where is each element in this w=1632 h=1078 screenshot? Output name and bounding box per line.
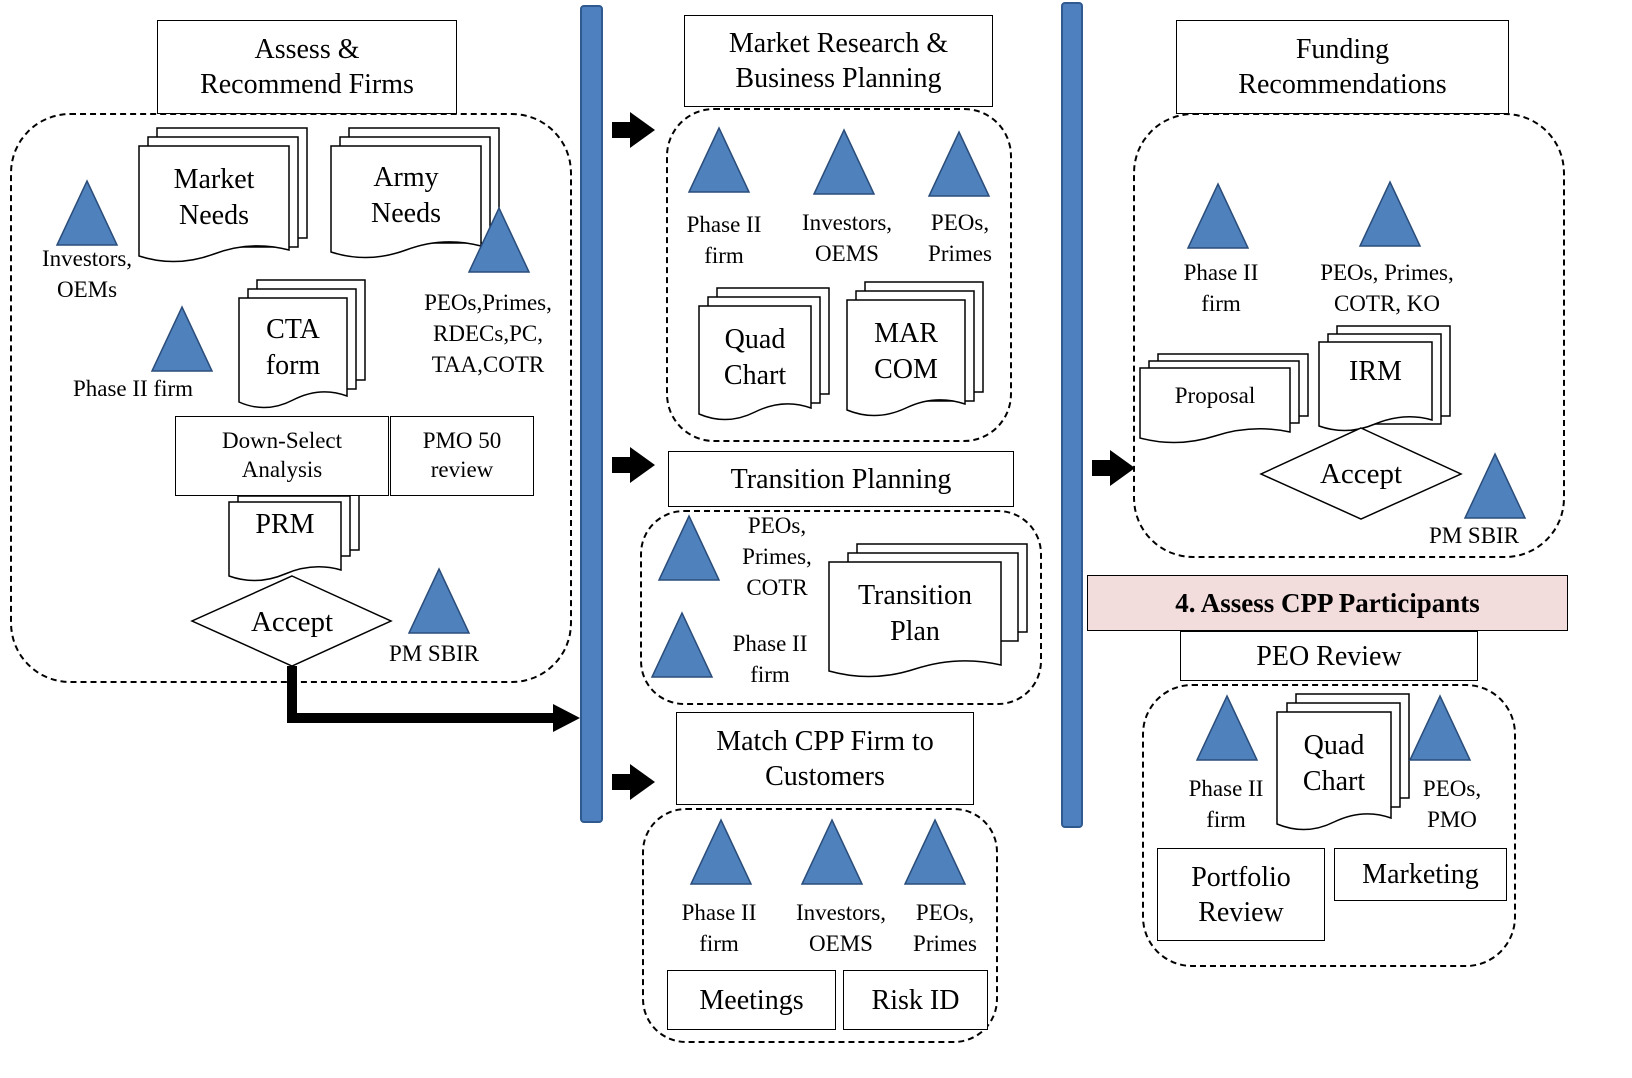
transition-planning-group bbox=[640, 510, 1042, 705]
assess-recommend-group bbox=[10, 113, 572, 683]
quad-chart-text-2: Quad Chart bbox=[1302, 729, 1366, 797]
marcom-text: MAR COM bbox=[874, 317, 938, 385]
doc-quad-chart-2 bbox=[1276, 693, 1410, 831]
f-phase2-label: Phase II firm bbox=[1183, 260, 1259, 317]
marketing-box: Marketing bbox=[1334, 848, 1507, 901]
doc-prm bbox=[228, 489, 360, 582]
irm-text: IRM bbox=[1349, 355, 1402, 387]
accept-label-1: Accept bbox=[250, 605, 334, 638]
m-phase2-label: Phase II firm bbox=[681, 900, 757, 957]
investors-oems-label: Investors, OEMs bbox=[41, 246, 133, 303]
pm-sbir-label-2: PM SBIR bbox=[1428, 523, 1520, 548]
accept-diamond-2 bbox=[1259, 427, 1463, 520]
f-peos-label: PEOs, Primes, COTR, KO bbox=[1320, 260, 1454, 317]
pm-sbir-label-1: PM SBIR bbox=[388, 641, 480, 666]
mr-phase2-label: Phase II firm bbox=[686, 212, 762, 269]
match-cpp-title: Match CPP Firm to Customers bbox=[676, 712, 974, 805]
assess-cpp-participants-header: 4. Assess CPP Participants bbox=[1087, 575, 1568, 631]
funding-recommendations-title: Funding Recommendations bbox=[1176, 20, 1509, 114]
market-research-group bbox=[666, 108, 1012, 442]
transition-plan-text: Transition Plan bbox=[857, 579, 973, 647]
doc-irm bbox=[1318, 325, 1451, 432]
risk-id-box: Risk ID bbox=[843, 970, 988, 1030]
accept-label-2: Accept bbox=[1319, 457, 1403, 490]
divider-bar-right bbox=[1061, 2, 1083, 828]
m-peos-label: PEOs, Primes bbox=[913, 900, 977, 957]
down-select-analysis-box: Down-Select Analysis bbox=[175, 416, 389, 496]
doc-cta-form bbox=[238, 279, 366, 409]
proposal-text: Proposal bbox=[1174, 383, 1256, 409]
doc-proposal bbox=[1139, 353, 1309, 444]
divider-bar-left bbox=[580, 5, 603, 823]
meetings-box: Meetings bbox=[667, 970, 836, 1030]
arrows bbox=[612, 112, 1135, 800]
mr-peos-label: PEOs, Primes bbox=[928, 210, 992, 267]
m-investors-label: Investors, OEMS bbox=[795, 900, 887, 957]
tp-peos-label: PEOs, Primes, COTR bbox=[742, 513, 812, 601]
peos-list-label: PEOs,Primes, RDECs,PC, TAA,COTR bbox=[424, 290, 552, 378]
funding-group bbox=[1133, 113, 1565, 558]
a-phase2-label: Phase II firm bbox=[1188, 776, 1264, 833]
assess-recommend-title: Assess & Recommend Firms bbox=[157, 20, 457, 114]
market-needs-text: Market Needs bbox=[173, 163, 255, 231]
doc-market-needs bbox=[138, 127, 308, 263]
a-peos-label: PEOs, PMO bbox=[1422, 776, 1482, 833]
peo-review-title: PEO Review bbox=[1180, 631, 1478, 681]
prm-text: PRM bbox=[255, 508, 315, 540]
flow-line-accept bbox=[287, 666, 553, 723]
portfolio-review-box: Portfolio Review bbox=[1157, 848, 1325, 941]
doc-quad-chart-1 bbox=[698, 287, 830, 421]
mr-investors-label: Investors, OEMS bbox=[801, 210, 893, 267]
pmo50-review-box: PMO 50 review bbox=[390, 416, 534, 496]
phase2-label-1: Phase II firm bbox=[72, 376, 194, 401]
doc-transition-plan bbox=[828, 543, 1028, 678]
match-cpp-group bbox=[642, 808, 998, 1043]
tp-phase2-label: Phase II firm bbox=[732, 631, 808, 688]
assess-cpp-group bbox=[1142, 684, 1516, 967]
quad-chart-text-1: Quad Chart bbox=[723, 323, 787, 391]
cta-form-text: CTA form bbox=[265, 313, 321, 381]
market-research-title: Market Research & Business Planning bbox=[684, 15, 993, 107]
doc-army-needs bbox=[330, 127, 500, 259]
transition-planning-title: Transition Planning bbox=[668, 451, 1014, 507]
army-needs-text: Army Needs bbox=[371, 161, 441, 229]
doc-marcom bbox=[846, 281, 984, 417]
